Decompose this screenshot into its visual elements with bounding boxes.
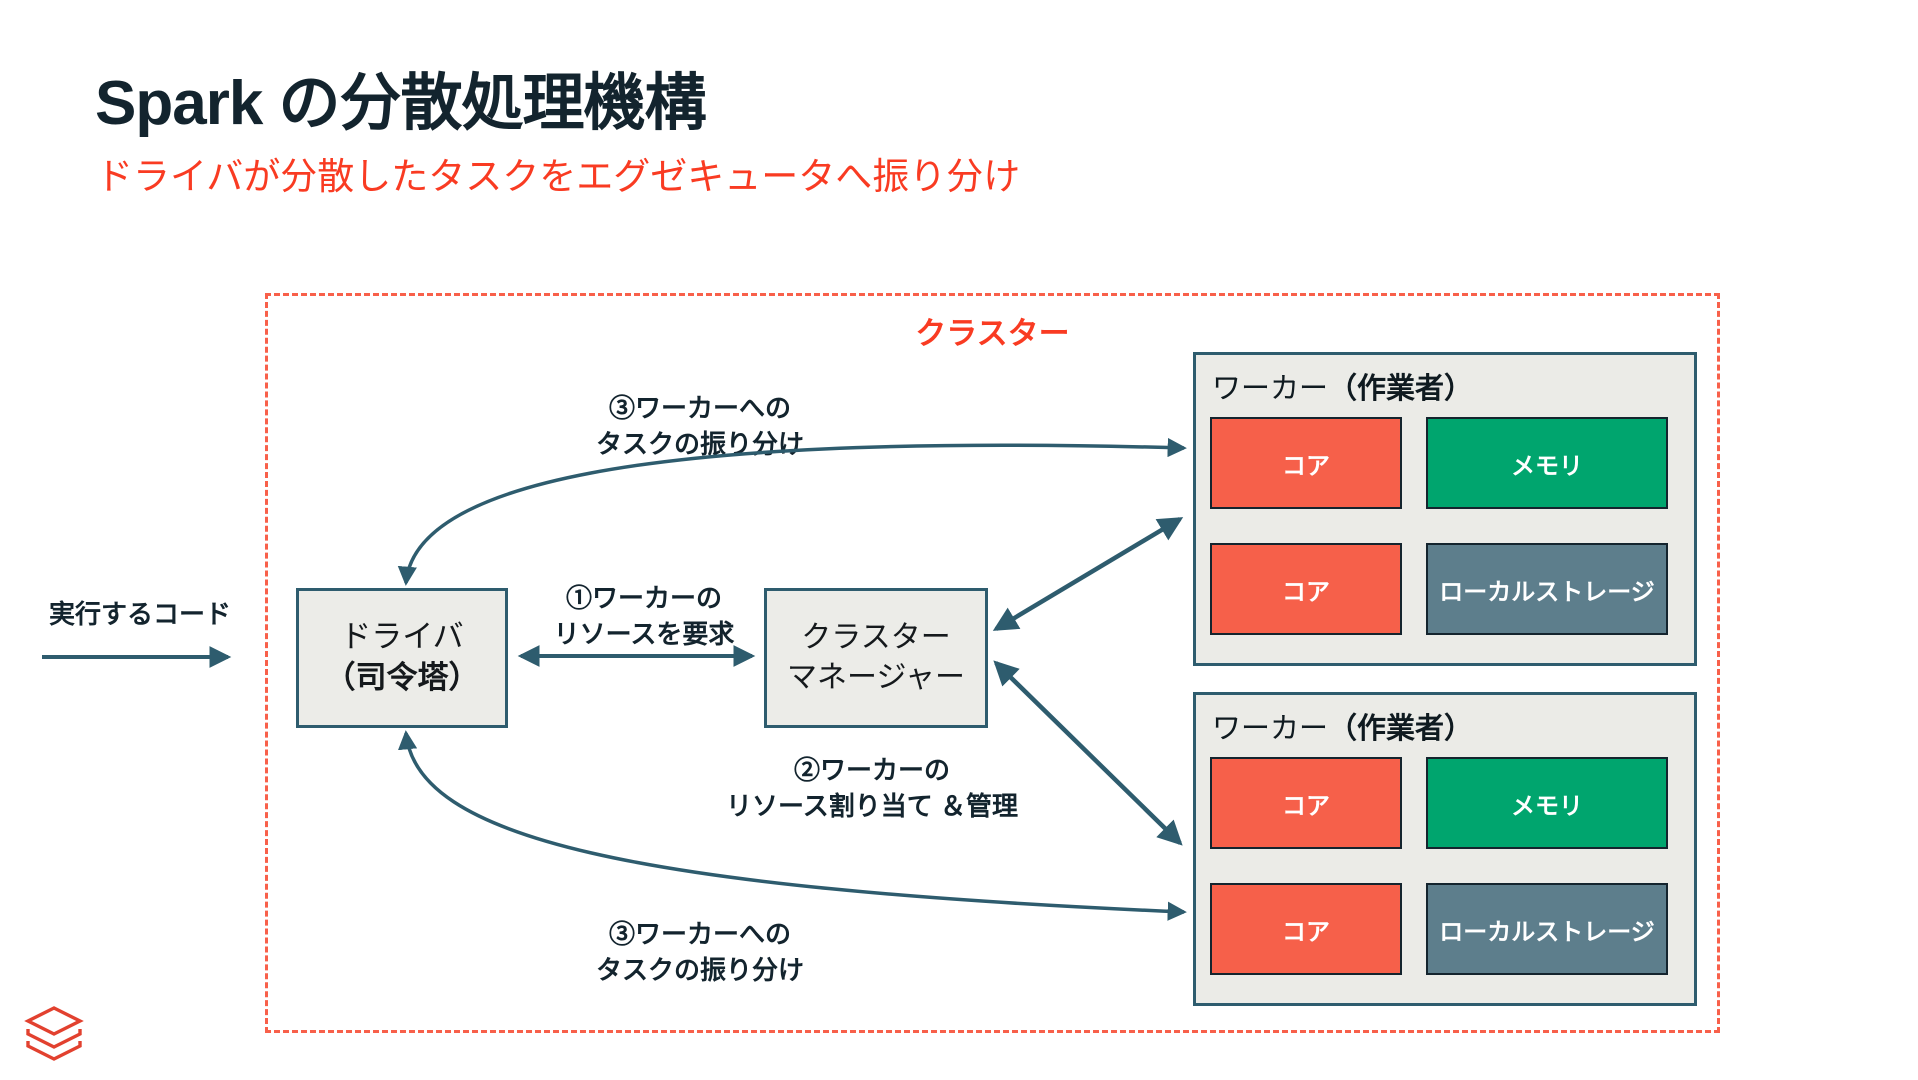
step3-bottom-line1: ③ワーカーへの <box>608 919 791 949</box>
manager-label-line2: マネージャー <box>787 661 965 694</box>
step3-top-line1: ③ワーカーへの <box>608 393 791 423</box>
worker-1-title-main: ワーカー <box>1212 373 1329 405</box>
worker-1-core-cell-2: コア <box>1210 543 1402 635</box>
worker-2-title: ワーカー（作業者） <box>1212 705 1473 747</box>
cluster-label: クラスター <box>915 316 1070 351</box>
step1-line2: リソースを要求 <box>553 619 735 650</box>
step2-line1: ②ワーカーの <box>793 755 950 785</box>
step2-label: ②ワーカーの リソース割り当て ＆管理 <box>698 752 1046 825</box>
worker-2-core-cell-1: コア <box>1210 757 1402 849</box>
step1-label: ①ワーカーの リソースを要求 <box>518 580 770 653</box>
step2-line2: リソース割り当て ＆管理 <box>726 791 1018 822</box>
exec-code-label: 実行するコード <box>48 599 231 629</box>
databricks-logo-icon <box>24 1006 84 1061</box>
worker-1-core-cell-1: コア <box>1210 417 1402 509</box>
worker-2-title-paren: （作業者） <box>1328 713 1474 745</box>
cluster-manager-box: クラスター マネージャー <box>764 588 988 728</box>
worker-2-local-storage-cell: ローカルストレージ <box>1426 883 1668 975</box>
worker-1-title: ワーカー（作業者） <box>1212 365 1473 407</box>
worker-1-title-paren: （作業者） <box>1328 373 1474 405</box>
worker-1-memory-cell: メモリ <box>1426 417 1668 509</box>
driver-label-line2: （司令塔） <box>324 660 480 695</box>
step3-top-line2: タスクの振り分け <box>595 429 804 460</box>
cluster-boundary <box>265 293 1720 1033</box>
step3-bottom-line2: タスクの振り分け <box>595 955 804 986</box>
worker-2-title-main: ワーカー <box>1212 713 1329 745</box>
step1-line1: ①ワーカーの <box>565 583 722 613</box>
worker-2-core-cell-2: コア <box>1210 883 1402 975</box>
step3-bottom-label: ③ワーカーへの タスクの振り分け <box>533 916 867 989</box>
worker-1-local-storage-cell: ローカルストレージ <box>1426 543 1668 635</box>
manager-label-line1: クラスター <box>801 621 951 655</box>
driver-box: ドライバ （司令塔） <box>296 588 508 728</box>
worker-box-2: ワーカー（作業者） コア メモリ コア ローカルストレージ <box>1193 692 1697 1006</box>
driver-label-line1: ドライバ <box>340 619 464 655</box>
worker-2-memory-cell: メモリ <box>1426 757 1668 849</box>
page-title: Spark の分散処理機構 <box>95 69 707 138</box>
step3-top-label: ③ワーカーへの タスクの振り分け <box>533 390 867 463</box>
worker-box-1: ワーカー（作業者） コア メモリ コア ローカルストレージ <box>1193 352 1697 666</box>
page-subtitle: ドライバが分散したタスクをエグゼキュータへ振り分け <box>96 156 1021 197</box>
